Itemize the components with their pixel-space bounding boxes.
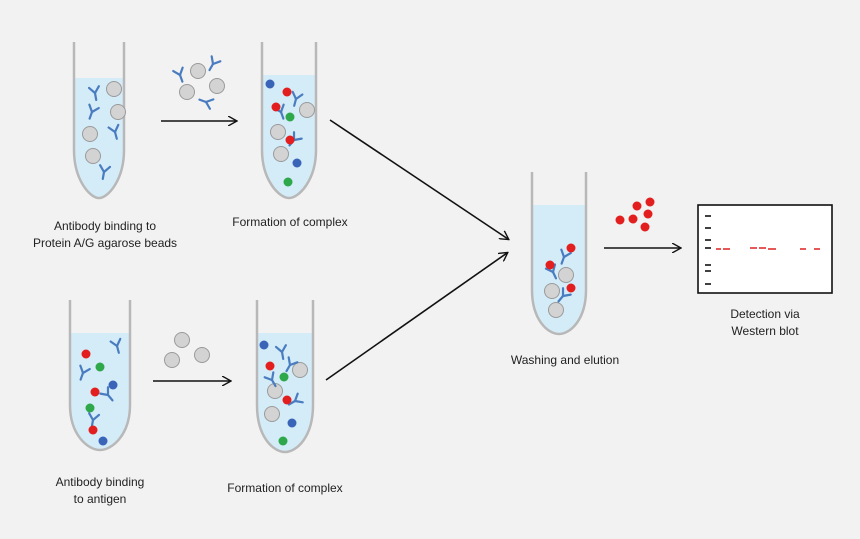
antigen-icon [545, 260, 555, 270]
antigen-icon [90, 387, 100, 397]
antigen-icon [282, 87, 292, 97]
antigen-icon [632, 201, 642, 211]
antigen-icon [285, 135, 295, 145]
antibody-icon [204, 55, 222, 74]
antigen-icon [643, 209, 653, 219]
agarose-bead-icon [179, 84, 195, 100]
agarose-bead-icon [194, 347, 210, 363]
agarose-bead-icon [164, 352, 180, 368]
floating-antibodies-beads [172, 55, 225, 110]
tube-antibody-antigen [68, 300, 132, 452]
antigen-icon [615, 215, 625, 225]
agarose-bead-icon [174, 332, 190, 348]
antigen-icon [282, 395, 292, 405]
label-line: Antibody binding to [53, 219, 157, 233]
antigen-icon [271, 102, 281, 112]
marker-ladder [705, 215, 711, 285]
protein-green-icon [278, 436, 288, 446]
label-line: Protein A/G agarose beads [32, 236, 178, 250]
antigen-icon [88, 425, 98, 435]
antibody-icon [196, 93, 215, 110]
agarose-bead-icon [273, 146, 289, 162]
arrow-icon [325, 253, 507, 381]
tube-antibody-beads [72, 42, 126, 200]
label-line: Detection via [730, 307, 800, 321]
detected-bands [716, 247, 820, 250]
label-line: Western blot [731, 324, 799, 338]
antibody-icon [172, 66, 189, 85]
label-antibody-binding-antigen: Antibody binding to antigen [25, 474, 175, 508]
label-line: to antigen [73, 492, 127, 506]
floating-beads [164, 332, 210, 368]
protein-blue-icon [292, 158, 302, 168]
protein-blue-icon [98, 436, 108, 446]
agarose-bead-icon [85, 148, 101, 164]
label-detection-western-blot: Detection via Western blot [695, 306, 835, 340]
agarose-bead-icon [544, 283, 560, 299]
agarose-bead-icon [292, 362, 308, 378]
eluted-antigens [615, 197, 655, 232]
antigen-icon [628, 214, 638, 224]
agarose-bead-icon [264, 406, 280, 422]
antigen-icon [645, 197, 655, 207]
agarose-bead-icon [110, 104, 126, 120]
arrow-icon [329, 119, 508, 239]
antigen-icon [566, 283, 576, 293]
protein-blue-icon [108, 380, 118, 390]
tube-complex-bottom [255, 300, 315, 454]
antigen-icon [566, 243, 576, 253]
tube-complex-top [260, 42, 318, 200]
agarose-bead-icon [548, 302, 564, 318]
antigen-icon [265, 361, 275, 371]
antigen-icon [81, 349, 91, 359]
label-washing-elution: Washing and elution [490, 352, 640, 369]
protein-green-icon [285, 112, 295, 122]
protein-green-icon [283, 177, 293, 187]
protein-blue-icon [265, 79, 275, 89]
protein-green-icon [279, 372, 289, 382]
label-antibody-binding-beads: Antibody binding to Protein A/G agarose … [20, 218, 190, 252]
tube-washing-elution [530, 172, 588, 336]
agarose-bead-icon [106, 81, 122, 97]
antigen-icon [640, 222, 650, 232]
protein-green-icon [85, 403, 95, 413]
label-line: Formation of complex [232, 215, 348, 229]
agarose-bead-icon [558, 267, 574, 283]
protein-blue-icon [259, 340, 269, 350]
agarose-bead-icon [299, 102, 315, 118]
label-formation-complex-bottom: Formation of complex [210, 480, 360, 497]
label-formation-complex-top: Formation of complex [215, 214, 365, 231]
protein-green-icon [95, 362, 105, 372]
label-line: Washing and elution [510, 353, 620, 367]
label-line: Formation of complex [227, 481, 343, 495]
protein-blue-icon [287, 418, 297, 428]
agarose-bead-icon [190, 63, 206, 79]
agarose-bead-icon [209, 78, 225, 94]
agarose-bead-icon [82, 126, 98, 142]
western-blot-membrane-icon [697, 204, 833, 294]
label-line: Antibody binding [55, 475, 145, 489]
agarose-bead-icon [270, 124, 286, 140]
